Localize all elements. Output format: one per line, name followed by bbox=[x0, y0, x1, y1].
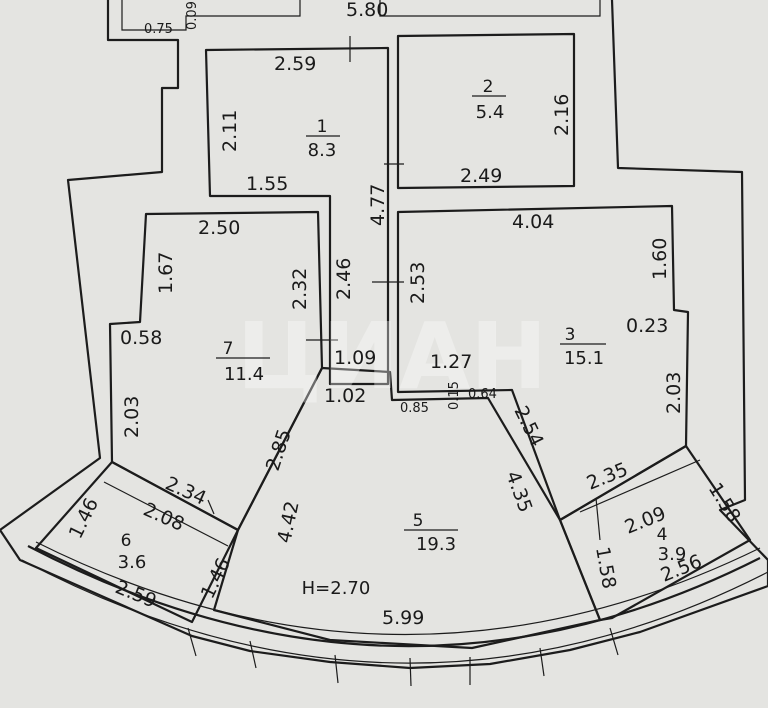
dim-r3-top: 4.04 bbox=[512, 211, 554, 233]
room-4-area: 3.9 bbox=[658, 544, 687, 565]
room-2-walls bbox=[396, 32, 576, 190]
dim-r6-right: 1.46 bbox=[197, 555, 235, 603]
dim-r3-right-upper: 1.60 bbox=[649, 238, 671, 280]
room-4-number: 4 bbox=[657, 525, 668, 545]
room-labels: 1 8.3 2 5.4 3 15.1 4 3.9 5 19.3 6 3.6 7 … bbox=[118, 77, 687, 599]
dim-r6-inner: 2.08 bbox=[140, 498, 188, 535]
room-4-walls bbox=[558, 444, 752, 622]
dim-r4-top: 2.35 bbox=[584, 458, 631, 494]
room-3-area: 15.1 bbox=[564, 348, 604, 369]
dim-top-left: 0.75 bbox=[144, 22, 173, 37]
dim-r5-top-mid: 0.85 bbox=[400, 401, 429, 416]
room-2-number: 2 bbox=[483, 77, 494, 97]
dim-r7-right-2: 2.46 bbox=[333, 258, 355, 300]
dim-r1-right: 4.77 bbox=[367, 184, 389, 226]
dim-r5-top-small-2: 0.64 bbox=[468, 387, 497, 402]
dim-r3-bottom-left: 1.27 bbox=[430, 351, 472, 373]
dim-r7-diag: 2.85 bbox=[262, 427, 296, 474]
dim-r1-left: 2.11 bbox=[219, 110, 241, 152]
room-4-inner bbox=[579, 459, 701, 513]
room-2-area: 5.4 bbox=[476, 102, 505, 123]
dim-r7-left-lower: 2.03 bbox=[121, 396, 143, 438]
dim-r7-right: 2.32 bbox=[289, 268, 311, 310]
dim-r7-step: 0.58 bbox=[120, 327, 162, 349]
room-6-area: 3.6 bbox=[118, 552, 147, 573]
dim-r5-right: 4.35 bbox=[501, 468, 536, 515]
dim-r7-left-upper: 1.67 bbox=[155, 252, 177, 294]
dim-r2-bottom: 2.49 bbox=[460, 165, 502, 187]
dim-r3-step: 0.23 bbox=[626, 315, 668, 337]
dim-r1-top: 2.59 bbox=[274, 53, 316, 75]
dim-r7-top: 2.50 bbox=[198, 217, 240, 239]
room-5-area: 19.3 bbox=[416, 534, 456, 555]
dim-r4-left: 1.58 bbox=[591, 545, 620, 590]
room-6-inner bbox=[103, 481, 229, 547]
room-1-area: 8.3 bbox=[308, 140, 337, 161]
dim-r3-left: 2.53 bbox=[407, 262, 429, 304]
room-6-walls bbox=[34, 460, 240, 624]
dim-top-left-vertical: 0.09 bbox=[185, 1, 200, 30]
outer-walls bbox=[0, 0, 768, 670]
dim-r6-left: 1.46 bbox=[65, 495, 103, 543]
tick-marks bbox=[207, 36, 601, 541]
dim-r6-outer: 2.59 bbox=[112, 576, 159, 612]
dim-top-total: 5.80 bbox=[346, 0, 388, 21]
dim-r5-top-small: 0.15 bbox=[447, 381, 462, 410]
room-3-number: 3 bbox=[565, 325, 576, 345]
room-5-number: 5 bbox=[413, 511, 424, 531]
room-1-number: 1 bbox=[317, 117, 328, 137]
dim-r5-top-left: 1.02 bbox=[324, 385, 366, 407]
dim-r6-top: 2.34 bbox=[162, 472, 210, 509]
dim-r5-top-left-2: 1.09 bbox=[334, 347, 376, 369]
room-7-number: 7 bbox=[223, 339, 234, 359]
room-6-number: 6 bbox=[121, 531, 132, 551]
dim-r2-left: 2.16 bbox=[551, 94, 573, 136]
room-1-walls bbox=[204, 46, 390, 386]
dim-r5-bottom: 5.99 bbox=[382, 607, 424, 629]
dim-r3-right-lower: 2.03 bbox=[663, 372, 685, 414]
watermark: ЦИАН bbox=[237, 303, 548, 410]
room-7-area: 11.4 bbox=[224, 364, 264, 385]
dim-r5-left: 4.42 bbox=[273, 499, 303, 545]
ceiling-height: H=2.70 bbox=[302, 578, 371, 599]
dim-r1-bottom: 1.55 bbox=[246, 173, 288, 195]
